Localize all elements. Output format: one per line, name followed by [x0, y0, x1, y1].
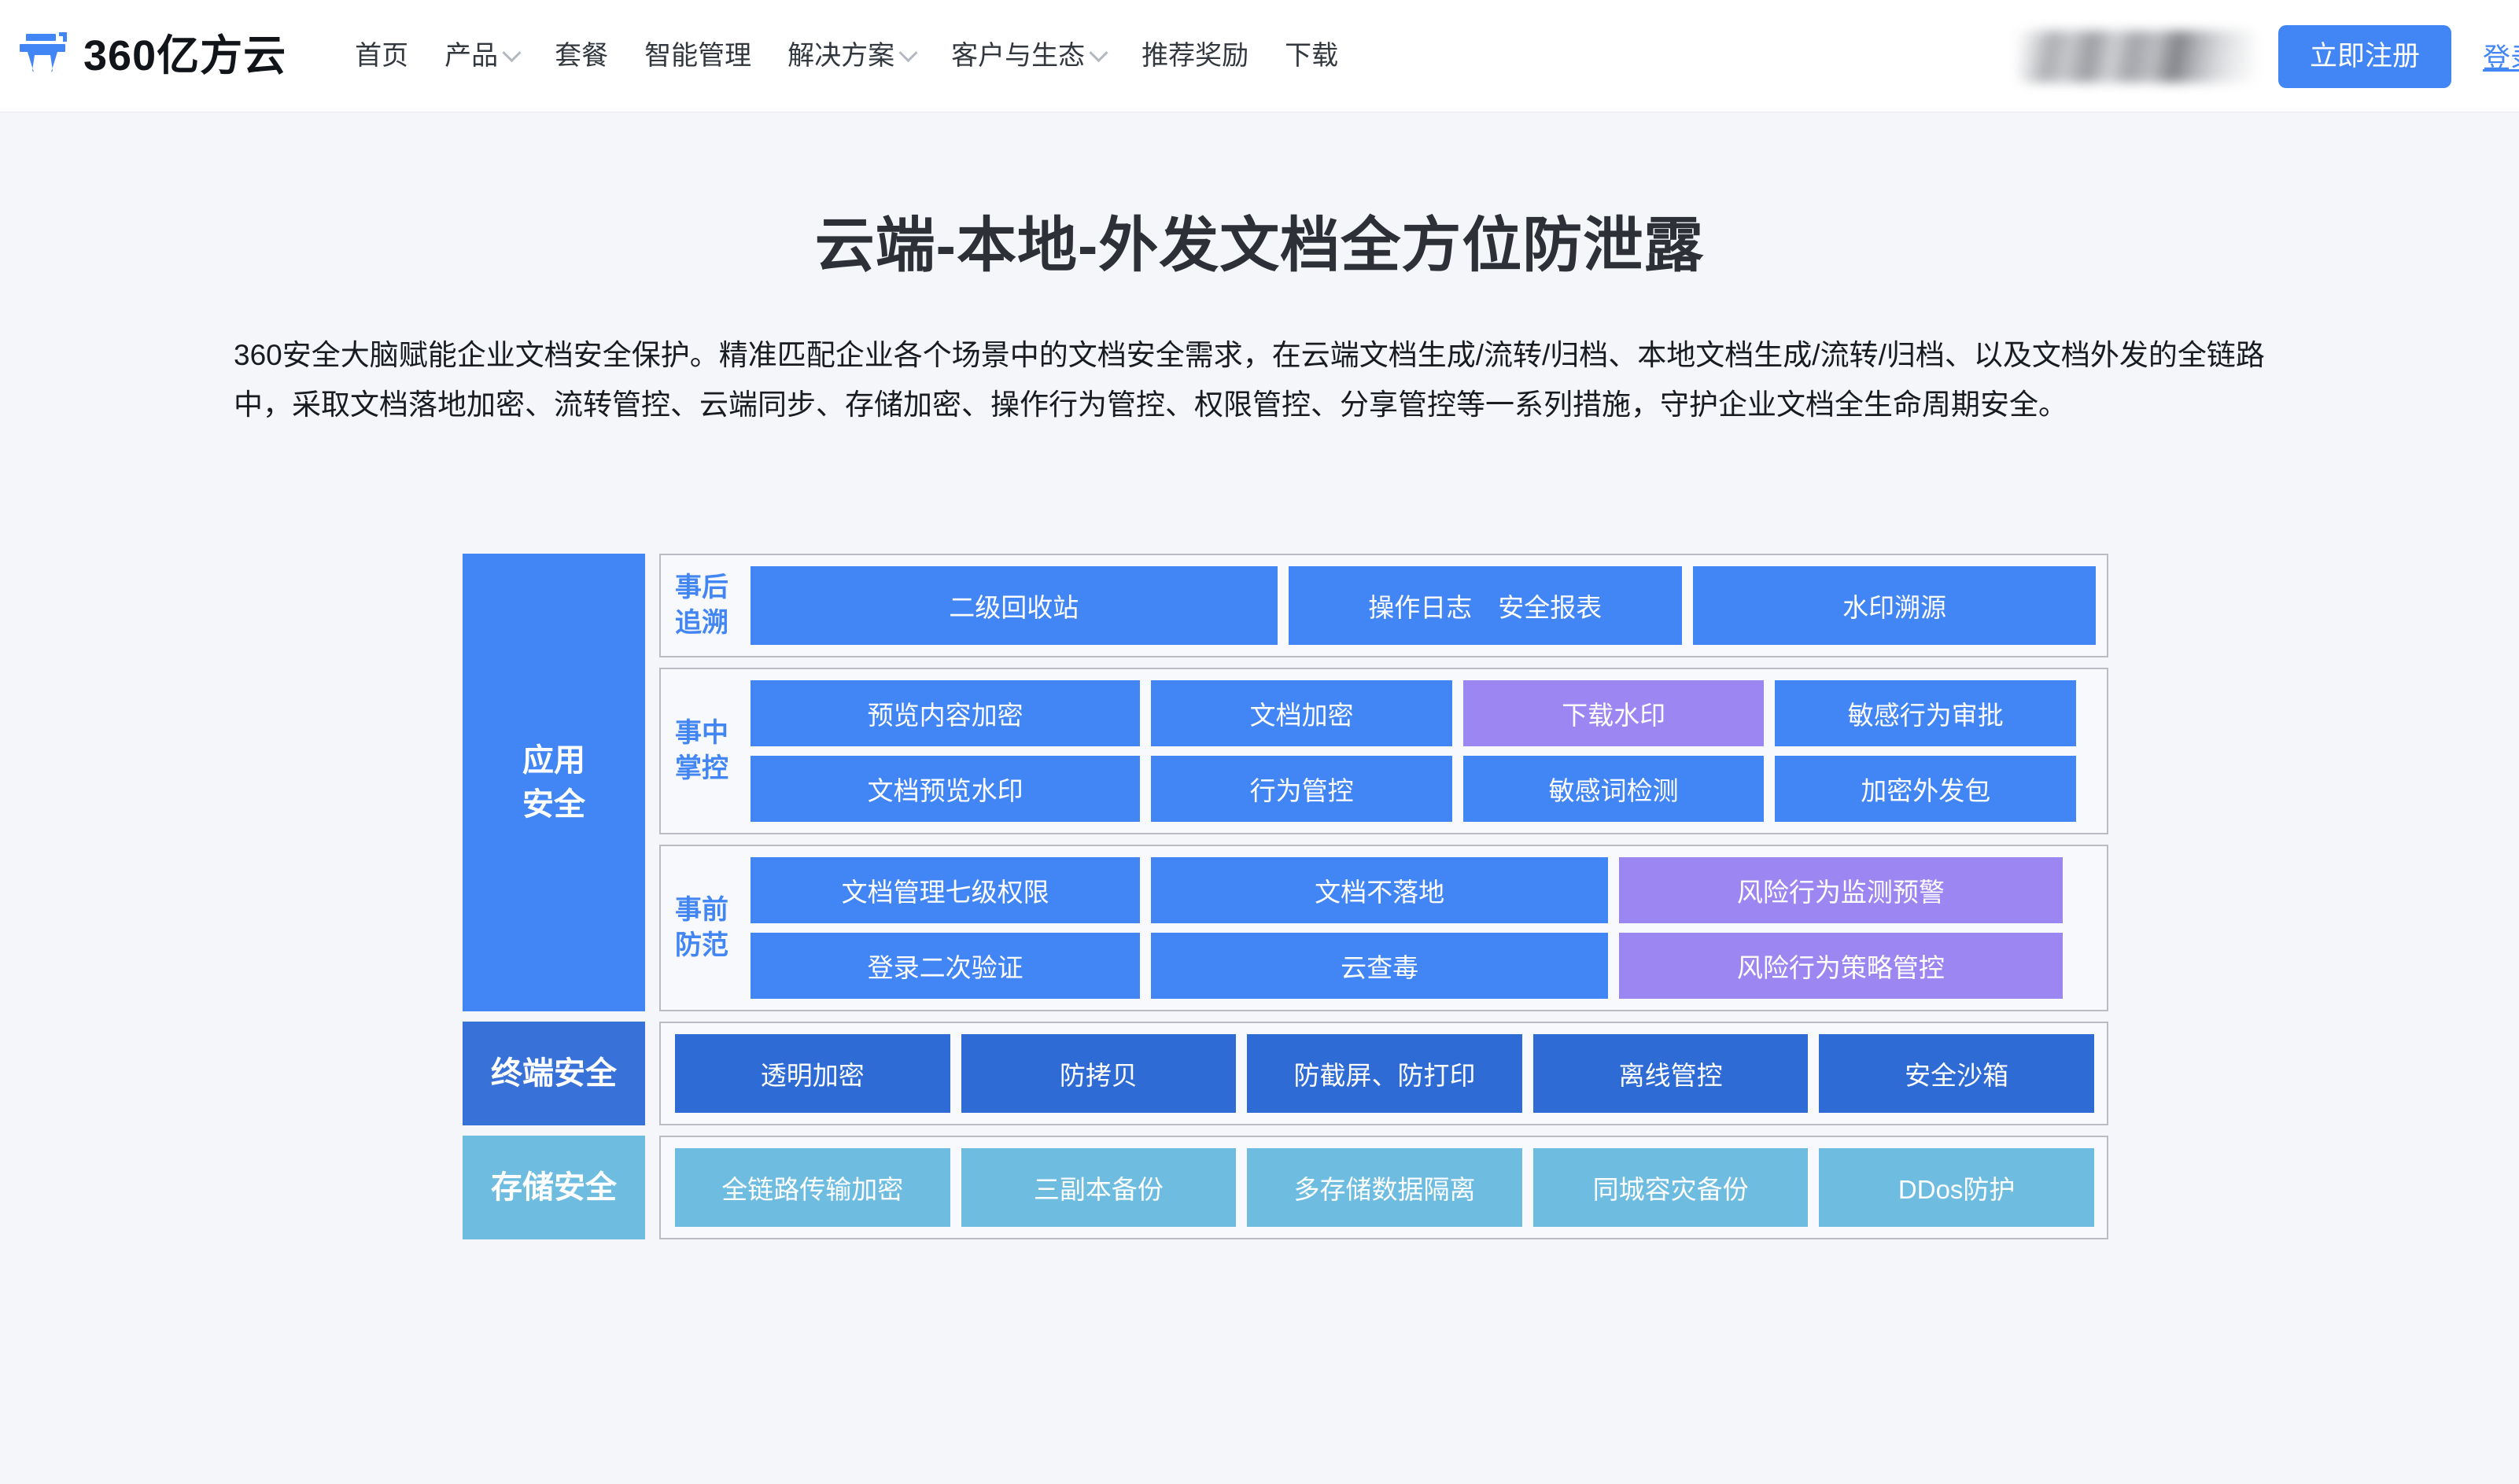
nav-label: 首页 — [355, 40, 409, 71]
tile-preview-content-encryption[interactable]: 预览内容加密 — [751, 680, 1141, 746]
nav-label: 客户与生态 — [951, 40, 1086, 71]
tile-watermark-tracing[interactable]: 水印溯源 — [1692, 566, 2097, 645]
tile-behavior-control[interactable]: 行为管控 — [1151, 756, 1452, 822]
nav-item-smart-management[interactable]: 智能管理 — [626, 0, 769, 112]
terminal-security-group: 透明加密 防拷贝 防截屏、防打印 离线管控 安全沙箱 — [659, 1022, 2108, 1125]
row-application-security: 应用 安全 事后 追溯 二级回收站 操作日志 安全报表 水印溯源 事中 掌控 — [463, 554, 2108, 1011]
tile-risk-behavior-policy-control[interactable]: 风险行为策略管控 — [1619, 933, 2063, 999]
group-tiles: 预览内容加密 文档加密 下载水印 敏感行为审批 文档预览水印 行为管控 敏感词检… — [751, 680, 2094, 822]
tile-multi-storage-data-isolation[interactable]: 多存储数据隔离 — [1247, 1148, 1522, 1227]
login-link[interactable]: 登录 — [2482, 43, 2519, 74]
nav-item-packages[interactable]: 套餐 — [537, 0, 626, 112]
nav-label: 产品 — [444, 40, 499, 71]
nav-label: 套餐 — [555, 40, 609, 71]
tile-document-preview-watermark[interactable]: 文档预览水印 — [751, 756, 1141, 822]
terminal-security-card: 透明加密 防拷贝 防截屏、防打印 离线管控 安全沙箱 — [659, 1022, 2108, 1125]
row-storage-security: 存储安全 全链路传输加密 三副本备份 多存储数据隔离 同城容灾备份 DDos防护 — [463, 1136, 2108, 1239]
tile-encrypted-outgoing-package[interactable]: 加密外发包 — [1775, 756, 2077, 822]
tile-risk-behavior-monitoring-alert[interactable]: 风险行为监测预警 — [1619, 857, 2063, 923]
storage-security-card: 全链路传输加密 三副本备份 多存储数据隔离 同城容灾备份 DDos防护 — [659, 1136, 2108, 1239]
tile-sensitive-word-detection[interactable]: 敏感词检测 — [1462, 756, 1765, 822]
security-architecture-diagram: 应用 安全 事后 追溯 二级回收站 操作日志 安全报表 水印溯源 事中 掌控 — [463, 554, 2108, 1239]
tile-row: 二级回收站 操作日志 安全报表 水印溯源 — [751, 566, 2097, 645]
yifangyun-logo-icon — [16, 28, 72, 84]
tile-cloud-antivirus[interactable]: 云查毒 — [1151, 933, 1609, 999]
category-storage-security: 存储安全 — [463, 1136, 645, 1239]
row-terminal-security: 终端安全 透明加密 防拷贝 防截屏、防打印 离线管控 安全沙箱 — [463, 1022, 2108, 1125]
chevron-down-icon — [898, 42, 918, 62]
storage-security-group: 全链路传输加密 三副本备份 多存储数据隔离 同城容灾备份 DDos防护 — [659, 1136, 2108, 1239]
tile-anti-screenshot-anti-print[interactable]: 防截屏、防打印 — [1247, 1034, 1522, 1113]
group-label: 事前 防范 — [675, 895, 728, 960]
group-in-process-control: 事中 掌控 预览内容加密 文档加密 下载水印 敏感行为审批 文档预览水印 行为管… — [659, 668, 2108, 834]
tile-ddos-protection[interactable]: DDos防护 — [1819, 1148, 2094, 1227]
tile-row: 透明加密 防拷贝 防截屏、防打印 离线管控 安全沙箱 — [675, 1034, 2094, 1113]
tile-full-link-transmission-encryption[interactable]: 全链路传输加密 — [675, 1148, 950, 1227]
tile-row: 全链路传输加密 三副本备份 多存储数据隔离 同城容灾备份 DDos防护 — [675, 1148, 2094, 1227]
tile-row: 文档预览水印 行为管控 敏感词检测 加密外发包 — [751, 756, 2094, 822]
nav-item-customers-ecosystem[interactable]: 客户与生态 — [933, 0, 1123, 112]
category-terminal-security: 终端安全 — [463, 1022, 645, 1125]
nav-item-products[interactable]: 产品 — [426, 0, 537, 112]
tile-operation-log-security-report[interactable]: 操作日志 安全报表 — [1288, 566, 1682, 645]
tile-security-sandbox[interactable]: 安全沙箱 — [1819, 1034, 2094, 1113]
tile-same-city-disaster-recovery-backup[interactable]: 同城容灾备份 — [1532, 1148, 1809, 1227]
page-title: 云端-本地-外发文档全方位防泄露 — [814, 212, 1705, 279]
group-tiles: 文档管理七级权限 文档不落地 风险行为监测预警 登录二次验证 云查毒 风险行为策… — [751, 857, 2094, 999]
main-navigation: 首页 产品 套餐 智能管理 解决方案 客户与生态 推荐奖励 下载 — [337, 0, 1356, 112]
group-tiles: 透明加密 防拷贝 防截屏、防打印 离线管控 安全沙箱 — [675, 1034, 2094, 1113]
register-button[interactable]: 立即注册 — [2277, 24, 2451, 88]
category-application-security: 应用 安全 — [463, 554, 645, 1011]
tile-row: 预览内容加密 文档加密 下载水印 敏感行为审批 — [751, 680, 2094, 746]
header-actions: 立即注册 登录 — [2018, 0, 2519, 112]
tile-triple-replica-backup[interactable]: 三副本备份 — [961, 1148, 1237, 1227]
nav-item-download[interactable]: 下载 — [1267, 0, 1356, 112]
chevron-down-icon — [1089, 42, 1108, 62]
group-post-event-traceability: 事后 追溯 二级回收站 操作日志 安全报表 水印溯源 — [659, 554, 2108, 657]
nav-label: 推荐奖励 — [1141, 40, 1249, 71]
tile-transparent-encryption[interactable]: 透明加密 — [675, 1034, 950, 1113]
nav-item-solutions[interactable]: 解决方案 — [769, 0, 933, 112]
tile-sensitive-behavior-approval[interactable]: 敏感行为审批 — [1775, 680, 2077, 746]
tile-secondary-recycle-bin[interactable]: 二级回收站 — [751, 566, 1278, 645]
nav-label: 下载 — [1285, 40, 1339, 71]
logo-text: 360亿方云 — [83, 32, 287, 79]
tile-row: 文档管理七级权限 文档不落地 风险行为监测预警 — [751, 857, 2094, 923]
tile-no-local-document-storage[interactable]: 文档不落地 — [1151, 857, 1609, 923]
tile-offline-control[interactable]: 离线管控 — [1532, 1034, 1809, 1113]
tile-row: 登录二次验证 云查毒 风险行为策略管控 — [751, 933, 2094, 999]
nav-item-home[interactable]: 首页 — [337, 0, 426, 112]
tile-document-encryption[interactable]: 文档加密 — [1151, 680, 1452, 746]
group-tiles: 二级回收站 操作日志 安全报表 水印溯源 — [751, 566, 2097, 645]
tile-login-two-factor-verification[interactable]: 登录二次验证 — [751, 933, 1141, 999]
application-security-groups: 事后 追溯 二级回收站 操作日志 安全报表 水印溯源 事中 掌控 预览内容加密 … — [659, 554, 2108, 1011]
group-label: 事中 掌控 — [675, 718, 728, 783]
tile-anti-copy[interactable]: 防拷贝 — [961, 1034, 1237, 1113]
group-label: 事后 追溯 — [675, 573, 728, 638]
nav-item-referral-rewards[interactable]: 推荐奖励 — [1123, 0, 1267, 112]
blurred-user-info — [2018, 30, 2255, 83]
page-description: 360安全大脑赋能企业文档安全保护。精准匹配企业各个场景中的文档安全需求，在云端… — [234, 339, 2265, 421]
tile-seven-level-permissions[interactable]: 文档管理七级权限 — [751, 857, 1141, 923]
chevron-down-icon — [502, 42, 522, 62]
nav-label: 智能管理 — [644, 40, 752, 71]
logo[interactable]: 360亿方云 — [16, 28, 286, 84]
group-tiles: 全链路传输加密 三副本备份 多存储数据隔离 同城容灾备份 DDos防护 — [675, 1148, 2094, 1227]
nav-label: 解决方案 — [787, 40, 895, 71]
tile-download-watermark[interactable]: 下载水印 — [1462, 680, 1765, 746]
group-pre-event-prevention: 事前 防范 文档管理七级权限 文档不落地 风险行为监测预警 登录二次验证 云查毒… — [659, 845, 2108, 1011]
site-header: 360亿方云 首页 产品 套餐 智能管理 解决方案 客户与生态 推荐奖励 下载 — [0, 0, 2519, 112]
